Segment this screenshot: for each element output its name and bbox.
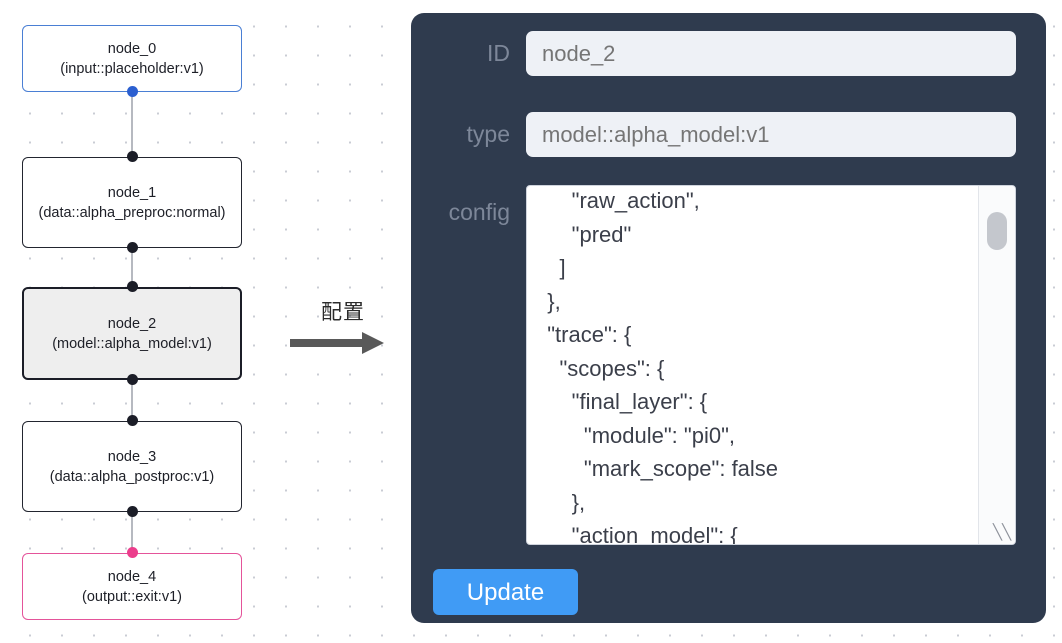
node-name: node_4 [107,568,157,585]
node-config-panel: ID type config "raw_action", "pred" ] },… [411,13,1046,623]
node-type: (output::exit:v1) [82,588,182,605]
resize-grip-icon[interactable]: ╱╱ [993,524,1012,541]
config-scrollbar-thumb[interactable] [987,212,1007,250]
node-name: node_1 [107,184,157,201]
node-handle-node_1-in[interactable] [126,151,138,162]
config-textarea[interactable]: "raw_action", "pred" ] }, "trace": { "sc… [526,185,1016,545]
type-input[interactable] [526,112,1016,157]
id-field-label: ID [487,40,510,66]
edge-node3-node4 [131,512,133,553]
graph-node-node_4[interactable]: node_4 (output::exit:v1) [22,553,242,620]
node-handle-node_2-out[interactable] [126,374,138,385]
node-type: (data::alpha_postproc:v1) [49,468,215,485]
node-handle-node_1-out[interactable] [126,242,138,253]
config-field-row: config "raw_action", "pred" ] }, "trace"… [411,185,1016,545]
update-button[interactable]: Update [433,569,578,615]
config-field-label: config [448,199,510,225]
node-type: (model::alpha_model:v1) [52,335,212,352]
arrow-shaft [290,339,364,347]
config-textarea-content[interactable]: "raw_action", "pred" ] }, "trace": { "sc… [547,188,779,545]
node-name: node_3 [107,448,157,465]
config-arrow-group: 配置 [288,296,398,354]
edge-node1-node2 [131,248,133,287]
node-name: node_0 [107,40,157,57]
graph-node-node_1[interactable]: node_1 (data::alpha_preproc:normal) [22,157,242,248]
edge-node0-node1 [131,92,133,157]
node-handle-node_3-out[interactable] [126,506,138,517]
node-name: node_2 [107,315,157,332]
node-type: (data::alpha_preproc:normal) [38,204,226,221]
edge-node2-node3 [131,380,133,421]
type-field-row: type [411,112,1016,157]
arrow-label: 配置 [321,301,365,324]
node-handle-node_4-in[interactable] [126,547,138,558]
id-input[interactable] [526,31,1016,76]
graph-node-node_0[interactable]: node_0 (input::placeholder:v1) [22,25,242,92]
graph-node-node_3[interactable]: node_3 (data::alpha_postproc:v1) [22,421,242,512]
graph-node-node_2[interactable]: node_2 (model::alpha_model:v1) [22,287,242,380]
id-field-row: ID [411,31,1016,76]
node-graph[interactable]: node_0 (input::placeholder:v1) node_1 (d… [0,0,400,643]
node-type: (input::placeholder:v1) [60,60,204,77]
config-vertical-scrollbar[interactable] [978,186,1015,544]
node-handle-node_2-in[interactable] [126,281,138,292]
right-arrow-icon [288,332,398,354]
type-field-label: type [466,121,510,147]
arrow-head [362,332,384,354]
node-handle-node_3-in[interactable] [126,415,138,426]
node-handle-node_0-out[interactable] [126,86,138,97]
